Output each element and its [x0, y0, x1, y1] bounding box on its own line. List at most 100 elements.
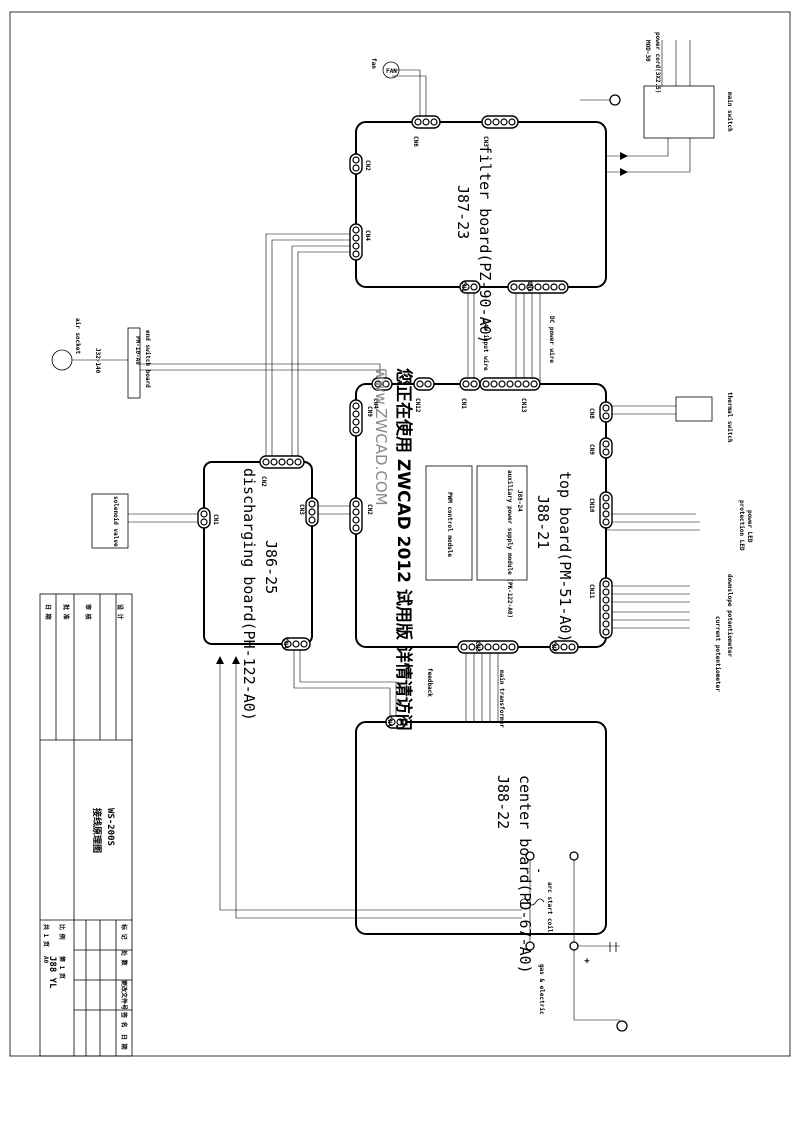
cn5-pin — [542, 283, 550, 291]
tb-date: 日 期 — [44, 604, 52, 620]
wire-arc-start — [219, 660, 522, 919]
wire-main-switch — [606, 138, 691, 173]
cn6-label: CN6 — [412, 136, 419, 147]
cn4-pin — [396, 718, 404, 726]
cn1-label: CN1 — [460, 398, 467, 409]
cn5-pin — [510, 283, 518, 291]
tb-header: 标 记 — [120, 923, 128, 940]
ground-terminal-output — [616, 1020, 628, 1032]
wire-thermal — [606, 405, 676, 415]
cn3-pin — [492, 643, 500, 651]
watermark-line1: 您正在使用 ZWCAD 2012 试用版 详情请访问 — [393, 368, 414, 731]
cn2-label: CN2 — [364, 160, 371, 171]
tb-header-2: 处 数 — [120, 949, 128, 967]
tb-total: 共 1 页 — [42, 924, 50, 947]
cn4-pin — [300, 640, 308, 648]
cn1-pin — [200, 510, 208, 518]
wire-leds — [606, 513, 700, 531]
tb-design: 设 计 — [116, 604, 124, 620]
cn10-pin — [602, 502, 610, 510]
wire-power-cord — [661, 40, 691, 86]
cn13-pin — [490, 380, 498, 388]
cn2-pin — [286, 458, 294, 466]
arrow-right-1 — [620, 152, 628, 160]
cn13-pin — [514, 380, 522, 388]
thermal-switch-box — [675, 396, 713, 422]
cn11-pin — [602, 604, 610, 612]
cn4-pin — [284, 640, 292, 648]
fan-motor-symbol — [382, 61, 400, 79]
cn7-label: CN7 — [550, 641, 557, 652]
cn2-label: CN2 — [366, 504, 373, 515]
cn4-label: CN4 — [282, 638, 289, 649]
cn13-pin — [530, 380, 538, 388]
cn3-pin — [492, 118, 500, 126]
cn5-label: CN5 — [526, 281, 533, 292]
cn10-pin — [602, 494, 610, 502]
cn4-pin — [352, 250, 360, 258]
cn9-label: CN9 — [588, 444, 595, 455]
cn6-pin — [414, 118, 422, 126]
feedback-label: feedback — [426, 668, 433, 697]
wire-discharge-top — [312, 505, 356, 515]
plug-arrows — [216, 152, 628, 664]
cn13-label: CN13 — [520, 398, 527, 413]
tb-model: WS-200S — [105, 808, 115, 846]
cn2-pin — [352, 524, 360, 532]
cn3-pin — [500, 118, 508, 126]
cn4-pin — [292, 640, 300, 648]
cn4-label: CN4 — [364, 230, 371, 241]
cn1-label: CN1 — [212, 514, 219, 525]
cn9-label: CN9 — [366, 406, 373, 417]
cn5-pin — [526, 283, 534, 291]
cn1-label: CN1 — [460, 281, 467, 292]
main-switch-box — [643, 85, 715, 139]
arrow-right-2 — [620, 168, 628, 176]
current-pot-label: current potentiometer — [714, 616, 721, 692]
top-board-code: J88-21 — [534, 495, 552, 549]
cn3-label: CN3 — [474, 641, 481, 652]
cn3-pin — [508, 643, 516, 651]
cn3-connector — [481, 115, 519, 129]
cn2-pin — [262, 458, 270, 466]
cn9-pin — [602, 448, 610, 456]
cn11-pin — [602, 628, 610, 636]
cn3-pin — [500, 643, 508, 651]
cn7-pin — [552, 643, 560, 651]
cn2-pin — [352, 500, 360, 508]
tb-drawing-title: 接线原理图 — [91, 808, 103, 853]
cn4-pin — [388, 718, 396, 726]
cn11-pin — [602, 596, 610, 604]
cn13-pin — [506, 380, 514, 388]
cn2-label: CN2 — [260, 476, 267, 487]
cn8-pin — [602, 412, 610, 420]
cn5-pin — [518, 283, 526, 291]
arc-start-coil-label: arc start coil — [546, 882, 553, 933]
main-transformer-label: main transformer — [498, 670, 505, 728]
output-terminal-plus — [569, 851, 579, 861]
discharging-board-outline — [203, 461, 313, 645]
center-board-name: center board(PD-67-A0) — [516, 775, 534, 974]
tb-size: A0 — [42, 956, 49, 964]
cn9-pin — [352, 418, 360, 426]
cn4-pin — [352, 242, 360, 250]
cn12-pin — [416, 380, 424, 388]
cn2-pin — [294, 458, 302, 466]
filter-board-name: filter board(PZ-90-A0) — [476, 145, 494, 344]
wire-filter-cn4b — [291, 245, 356, 462]
wire-solenoid — [128, 513, 204, 523]
cn5-pin — [550, 283, 558, 291]
air-socket-symbol — [51, 349, 73, 371]
cn1-pin — [462, 380, 470, 388]
cn3-label: CN3 — [298, 504, 305, 515]
cn2-pin — [270, 458, 278, 466]
cn10-pin — [602, 510, 610, 518]
cn3-pin — [468, 643, 476, 651]
tb-review: 审 核 — [84, 604, 92, 620]
cn4-label: CN4 — [372, 398, 379, 409]
protection-led-label: protection LED — [738, 500, 745, 551]
cn2-connector — [349, 497, 363, 535]
socket-code-label: J32-140 — [94, 348, 101, 374]
cn13-pin — [498, 380, 506, 388]
